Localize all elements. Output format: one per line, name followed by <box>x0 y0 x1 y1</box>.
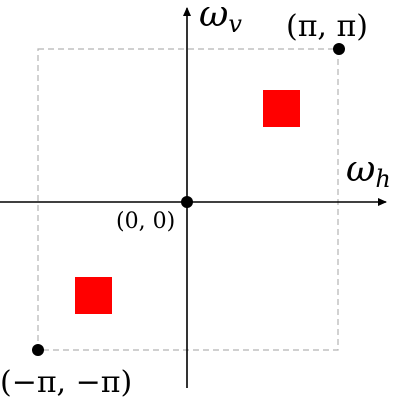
bottom-left-red-square <box>75 277 112 314</box>
top-right-point <box>333 43 345 55</box>
bottom-left-point <box>32 344 44 356</box>
horizontal-axis-subscript: h <box>375 165 390 193</box>
top-right-point-label: (π, π) <box>286 9 368 44</box>
vertical-axis-label: ωv <box>199 0 242 38</box>
origin-label: (0, 0) <box>116 209 175 234</box>
vertical-axis-subscript: v <box>228 10 242 38</box>
frequency-bounds-box <box>37 48 339 351</box>
bottom-left-point-label: (−π, −π) <box>0 365 132 400</box>
horizontal-axis-symbol: ω <box>346 149 375 190</box>
horizontal-axis-label: ωh <box>346 149 391 193</box>
origin-point <box>181 196 193 208</box>
vertical-axis-symbol: ω <box>199 0 228 35</box>
top-right-red-square <box>263 90 300 127</box>
